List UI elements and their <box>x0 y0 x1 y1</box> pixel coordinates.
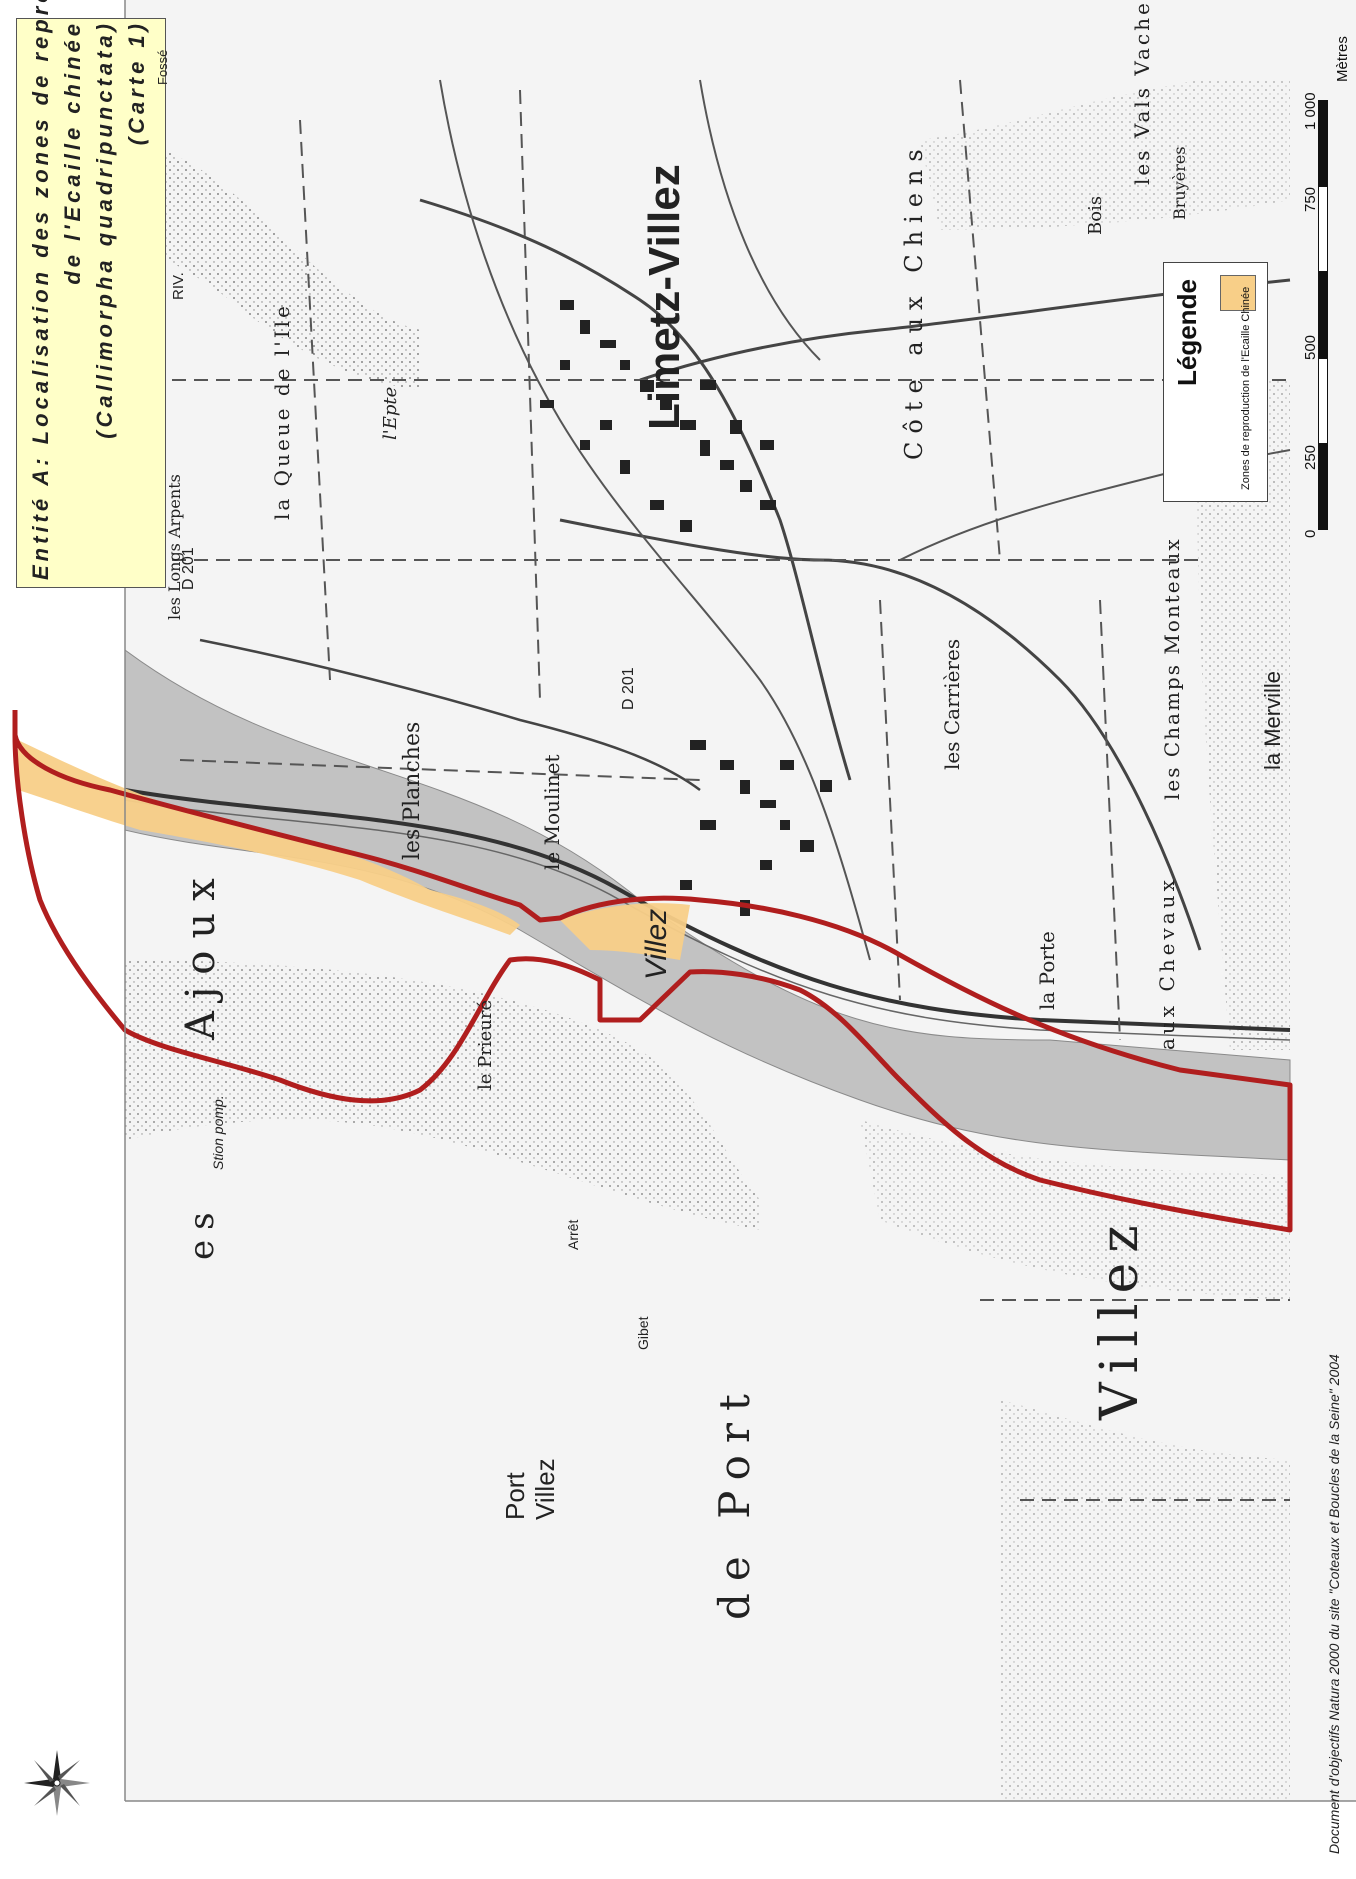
parcel-boundaries <box>150 79 1290 1501</box>
village-built-area <box>540 300 832 916</box>
scale-tick-1000: 1 000 <box>1302 92 1319 130</box>
wooded-area <box>860 1120 1290 1300</box>
road <box>559 518 1202 951</box>
reproduction-zone <box>18 740 520 935</box>
railway <box>124 788 1291 1032</box>
scale-tick-0: 0 <box>1302 529 1319 538</box>
wooded-area <box>1000 1400 1290 1800</box>
wooded-area <box>1197 380 1290 1050</box>
wooded-area <box>920 80 1290 230</box>
title-line-1: Entité A: Localisation des zones de repr… <box>28 0 53 580</box>
site-boundary <box>12 710 1293 1233</box>
reproduction-zone <box>560 903 690 960</box>
wooded-area <box>125 960 760 1230</box>
scale-unit: Mètres <box>1334 36 1351 82</box>
road <box>899 449 1291 561</box>
legend-item-label: Zones de reproduction de l'Ecaille Chiné… <box>1240 286 1252 490</box>
document-credit: Document d'objectifs Natura 2000 du site… <box>1326 1354 1342 1854</box>
map-title: Entité A: Localisation des zones de repr… <box>20 0 160 580</box>
title-line-3: (Callimorpha quadripunctata) <box>92 20 117 439</box>
wooded-area <box>125 140 420 390</box>
road <box>699 79 821 361</box>
compass-icon <box>24 1750 90 1816</box>
title-line-2: de l'Ecaille chinée <box>60 20 85 285</box>
legend-box <box>1163 262 1268 502</box>
legend-swatch <box>1220 275 1256 311</box>
north-arrow <box>22 1748 92 1818</box>
scale-tick-250: 250 <box>1302 444 1319 470</box>
scale-bar <box>1318 100 1328 530</box>
title-box <box>16 18 166 588</box>
road <box>639 278 1291 382</box>
scale-tick-500: 500 <box>1302 334 1319 360</box>
road <box>419 198 852 781</box>
title-line-4: (Carte 1) <box>124 20 149 146</box>
road <box>439 79 871 961</box>
road <box>199 638 701 792</box>
legend-heading: Légende <box>1172 279 1202 386</box>
scale-tick-750: 750 <box>1302 186 1319 212</box>
